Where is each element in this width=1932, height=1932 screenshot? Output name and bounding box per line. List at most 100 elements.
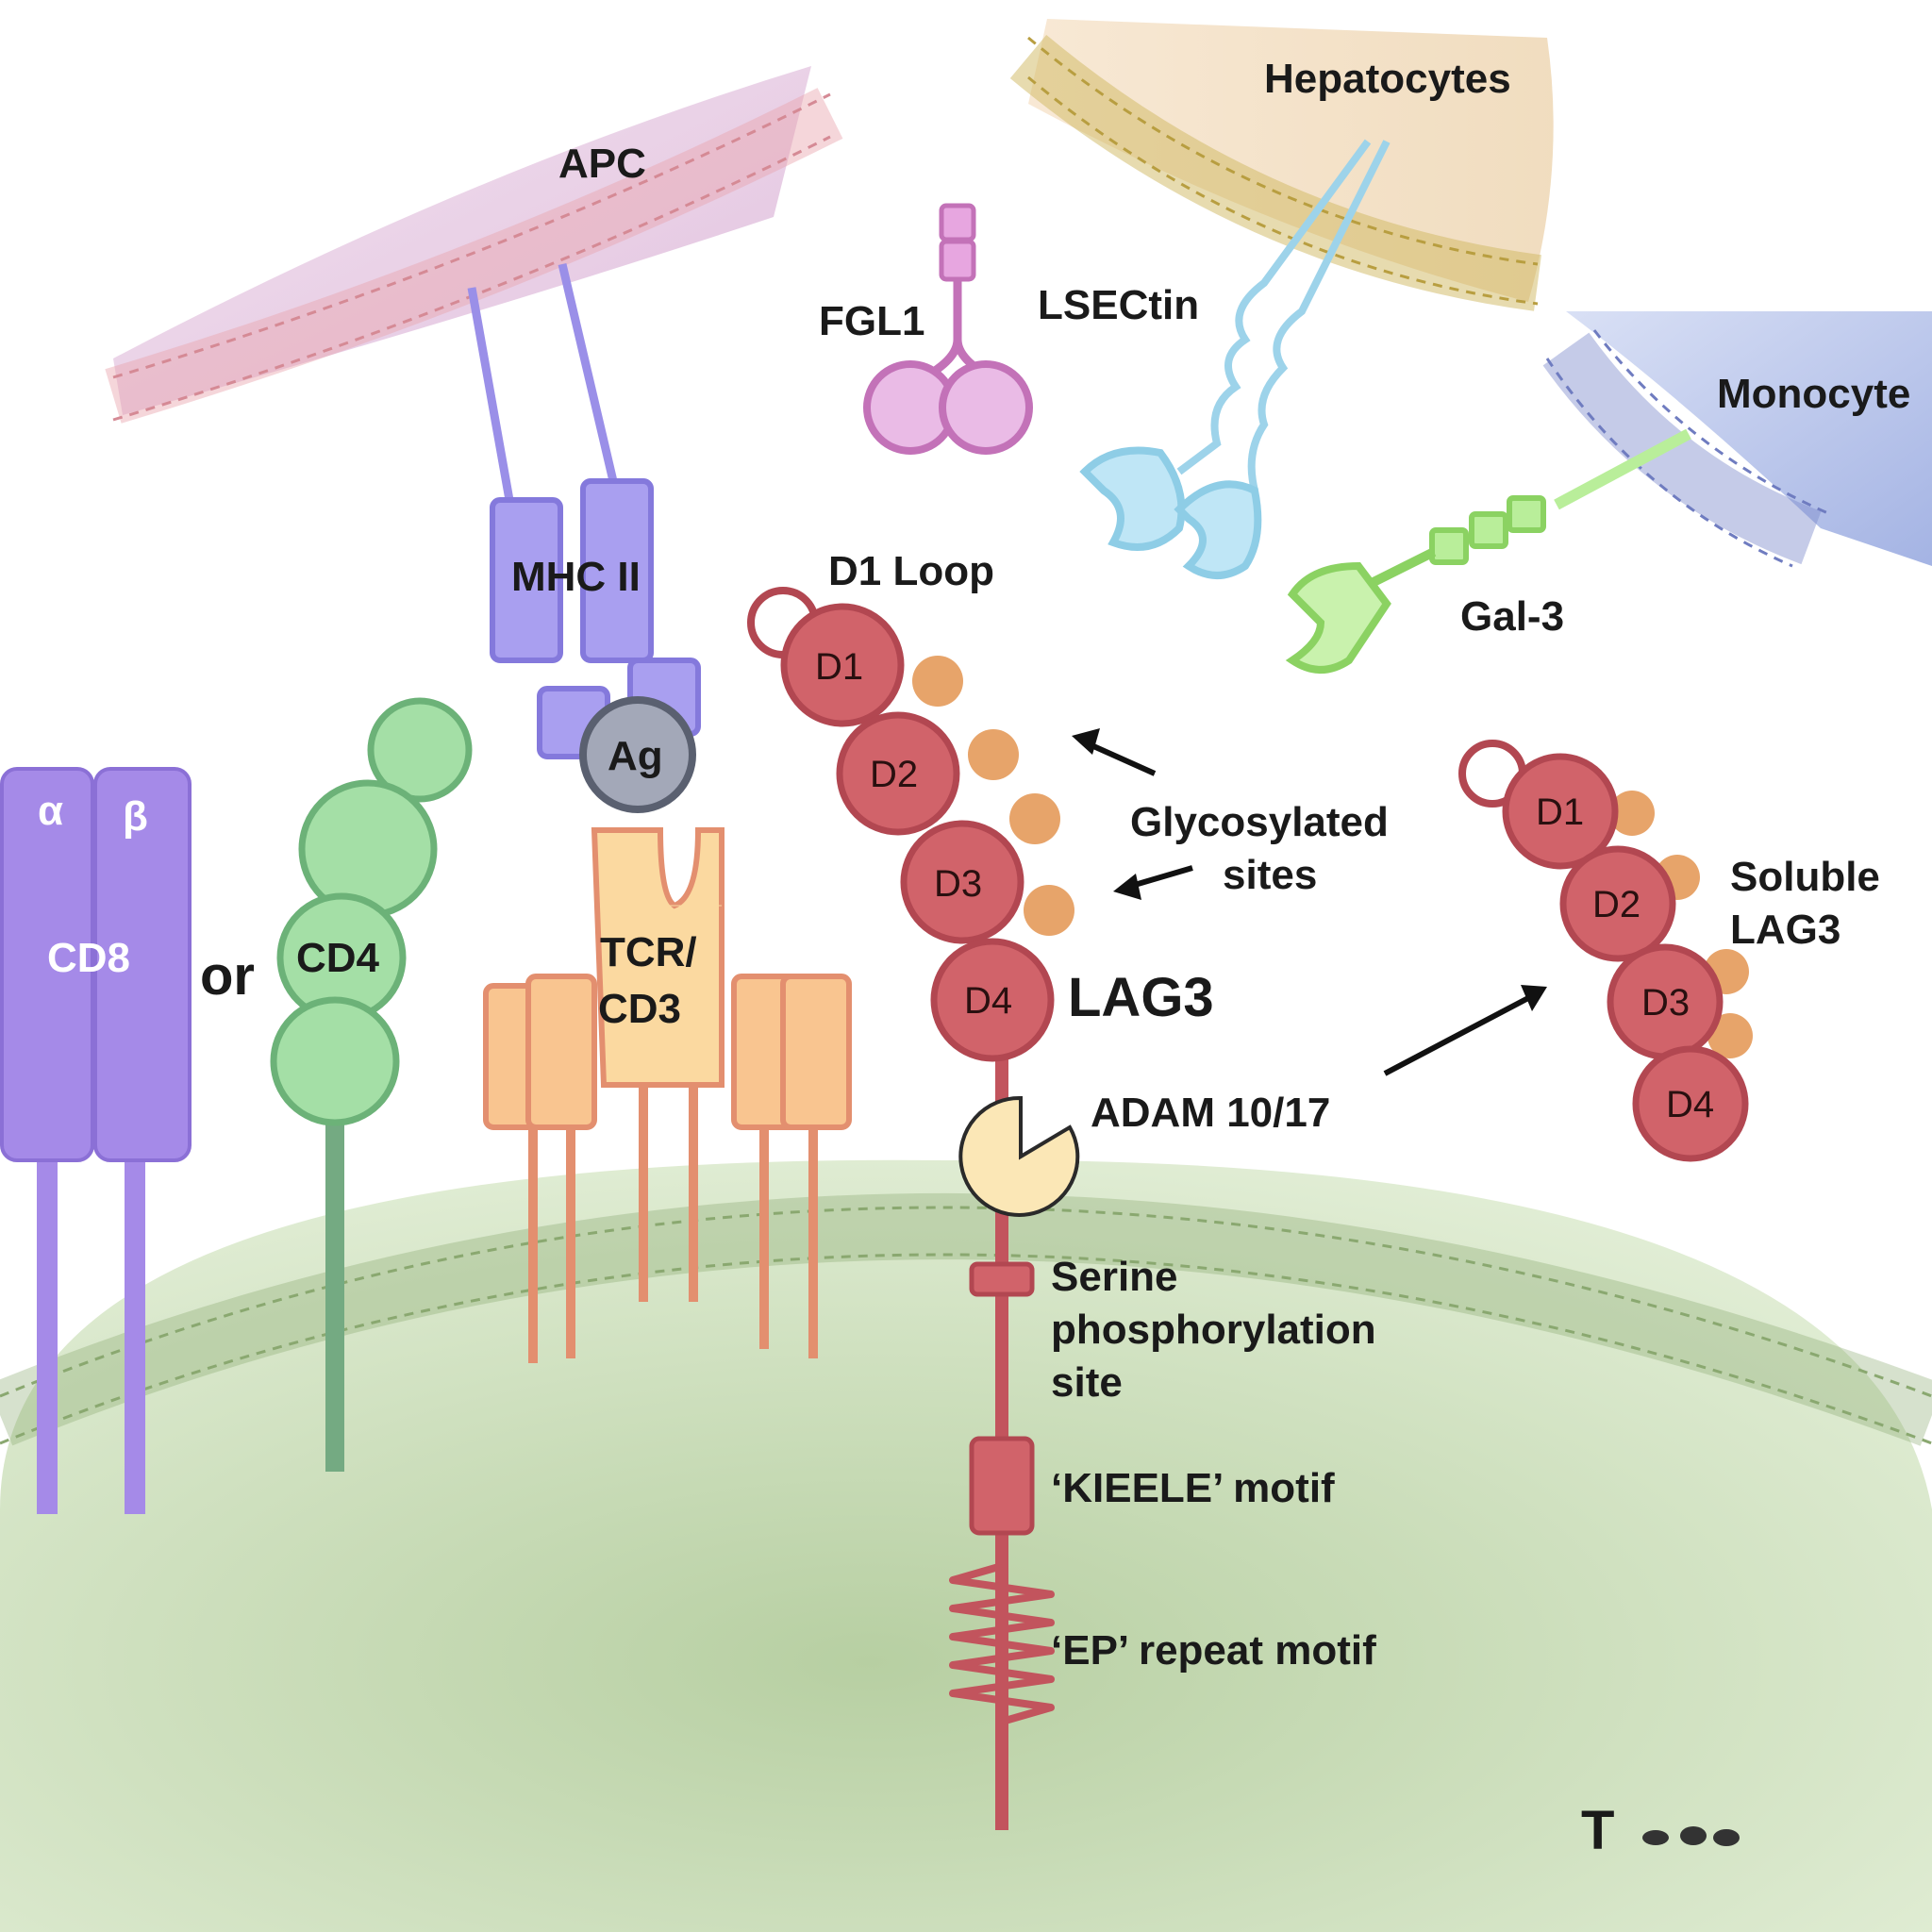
mhc2-label: MHC II — [511, 554, 641, 600]
glycosylation-callout: Glycosylated sites — [1072, 728, 1389, 900]
gal3-segment-1 — [1429, 527, 1469, 565]
monocyte-label: Monocyte — [1717, 371, 1910, 417]
soluble-domain-d2 — [1559, 845, 1676, 962]
lag3-glycan-2 — [968, 729, 1019, 780]
soluble-label-line1: Soluble — [1730, 854, 1880, 900]
shedding-arrowhead — [1521, 985, 1547, 1011]
lag3-d4-label: D4 — [964, 980, 1012, 1022]
lag3-d1-label: D1 — [815, 646, 863, 688]
serine-label-line1: Serine — [1051, 1254, 1178, 1300]
cd8-beta-chain — [93, 767, 192, 1162]
lag3-label: LAG3 — [1068, 967, 1214, 1028]
apc-label: APC — [558, 141, 646, 187]
soluble-label-line2: LAG3 — [1730, 907, 1840, 953]
lag3-d3-label: D3 — [934, 863, 982, 905]
fgl1-label: FGL1 — [819, 298, 924, 344]
glyco-label-line1: Glycosylated — [1130, 799, 1389, 845]
apc-membrane-line-inner — [112, 135, 831, 422]
glyco-arrowhead-upper — [1072, 728, 1100, 755]
hepatocytes-body — [1028, 19, 1554, 302]
fgl1-stalk-bottom — [939, 239, 976, 282]
soluble-glycan-4 — [1707, 1013, 1753, 1058]
lsectin-stalk-left — [1176, 139, 1372, 475]
shedding-arrow-line — [1383, 995, 1530, 1076]
gal3-neck — [1365, 547, 1437, 590]
t-cell-membrane-line — [0, 1206, 1932, 1398]
lag3-receptor: D1 D2 D3 D4 D1 Loop LAG3 ADAM 10/17 Seri… — [747, 548, 1376, 1830]
gal3-stalk — [1554, 428, 1691, 510]
glyco-label-line2: sites — [1223, 852, 1317, 898]
mhc2-alpha-stalk — [467, 287, 514, 501]
cd3-block-right-front — [780, 974, 852, 1130]
serine-phosphorylation-site — [969, 1261, 1035, 1297]
lsectin-label: LSECtin — [1038, 282, 1199, 328]
lsectin-head-right — [1174, 480, 1262, 579]
serine-label-line3: site — [1051, 1359, 1123, 1406]
shedding-arrow — [1383, 985, 1547, 1076]
gal3-ligand: Gal-3 — [1285, 428, 1691, 674]
lsectin-head-left — [1079, 446, 1186, 551]
mhc2-beta-domain1 — [580, 478, 654, 663]
tcr-label-line2: CD3 — [598, 986, 681, 1032]
gal3-head — [1285, 561, 1391, 674]
cd4-domain-1 — [367, 697, 473, 803]
ep-label: ‘EP’ repeat motif — [1051, 1627, 1376, 1674]
apc-body — [113, 66, 811, 415]
cd4-label: CD4 — [296, 935, 380, 981]
mhc2-alpha-domain1 — [490, 497, 563, 663]
tcr-label-line1: TCR/ — [600, 929, 697, 975]
t-cell-membrane — [0, 1193, 1932, 1446]
soluble-glycan-1 — [1609, 791, 1655, 836]
antigen-label: Ag — [608, 733, 663, 779]
lsectin-ligand: LSECtin — [1038, 139, 1391, 579]
gal3-segment-2 — [1469, 511, 1508, 549]
hepatocytes-label: Hepatocytes — [1264, 56, 1511, 102]
tcr-cd3-complex: TCR/ CD3 — [483, 827, 852, 1363]
cd3-block-left-front — [525, 974, 597, 1130]
lag3-domain-d2 — [836, 711, 960, 836]
cd8-alpha-chain — [0, 767, 94, 1162]
t-cell-label-mark-1 — [1642, 1830, 1669, 1845]
mhc2-beta-stalk — [558, 262, 618, 483]
soluble-d3-label: D3 — [1641, 982, 1690, 1024]
apc-membrane-line — [112, 92, 831, 379]
ep-repeat-motif — [949, 1562, 1055, 1725]
cd8-coreceptor: α β CD8 — [0, 767, 192, 1514]
soluble-d1-label: D1 — [1536, 791, 1584, 833]
hepatocytes-membrane — [1009, 34, 1541, 311]
cd8-alpha-label: α — [38, 788, 63, 834]
lag3-glycan-1 — [912, 656, 963, 707]
fgl1-head-right — [939, 360, 1033, 455]
t-cell — [0, 1159, 1932, 1932]
cd8-beta-label: β — [123, 793, 148, 840]
glyco-arrowhead-lower — [1113, 874, 1141, 900]
monocyte-body — [1566, 311, 1932, 566]
hepatocytes-cell: Hepatocytes — [1009, 19, 1554, 311]
cd4-domain-2 — [298, 779, 438, 919]
antigen — [579, 696, 696, 813]
lag3-glycan-3 — [1009, 793, 1060, 844]
t-cell-label-mark-2 — [1680, 1826, 1707, 1845]
lag3-d1-loop-label: D1 Loop — [828, 548, 994, 594]
lsectin-stalk-right — [1247, 140, 1391, 491]
mhc2-complex: MHC II Ag — [467, 262, 701, 813]
cd8-label: CD8 — [47, 935, 130, 981]
apc-membrane — [105, 88, 843, 424]
monocyte-membrane — [1542, 332, 1822, 565]
monocyte-membrane-line-inner — [1592, 329, 1831, 516]
lag3-glycan-4 — [1024, 885, 1074, 936]
glyco-arrow-lower — [1127, 865, 1193, 890]
or-label: or — [200, 945, 255, 1007]
glyco-arrow-upper — [1081, 739, 1157, 776]
kieele-label: ‘KIEELE’ motif — [1051, 1465, 1335, 1511]
t-cell-label-decoration — [1642, 1826, 1740, 1846]
tcr-block — [591, 827, 724, 1088]
monocyte-cell: Monocyte — [1542, 311, 1932, 568]
kieele-motif — [969, 1436, 1035, 1536]
adam-label: ADAM 10/17 — [1091, 1090, 1330, 1136]
t-cell-label-mark-3 — [1713, 1829, 1740, 1846]
t-cell-label: T — [1581, 1800, 1614, 1861]
apc-cell: APC — [105, 66, 843, 424]
